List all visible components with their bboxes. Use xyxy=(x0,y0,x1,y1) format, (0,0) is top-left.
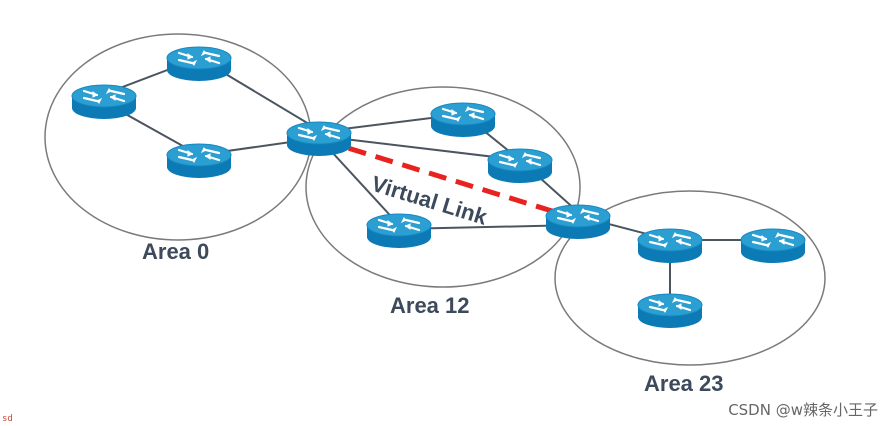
router-icon xyxy=(636,227,704,265)
router-icon xyxy=(165,142,233,180)
router-icon xyxy=(429,101,497,139)
router-icon xyxy=(739,227,807,265)
links xyxy=(103,57,773,305)
area23-label: Area 23 xyxy=(644,371,724,396)
router-icon xyxy=(70,83,138,121)
router-icon xyxy=(285,120,353,158)
link xyxy=(318,135,521,161)
virtual-link-line xyxy=(321,137,579,222)
watermark: CSDN @w辣条小王子 xyxy=(728,401,878,419)
router-icon xyxy=(365,212,433,250)
area12-boundary xyxy=(305,86,581,288)
area0-label: Area 0 xyxy=(142,239,209,264)
area23-boundary xyxy=(554,190,826,366)
router-icon xyxy=(165,45,233,83)
router-icon xyxy=(636,292,704,330)
corner-mark: sd xyxy=(2,414,13,424)
area12-label: Area 12 xyxy=(390,293,470,318)
router-icon xyxy=(544,203,612,241)
router-icon xyxy=(486,147,554,185)
